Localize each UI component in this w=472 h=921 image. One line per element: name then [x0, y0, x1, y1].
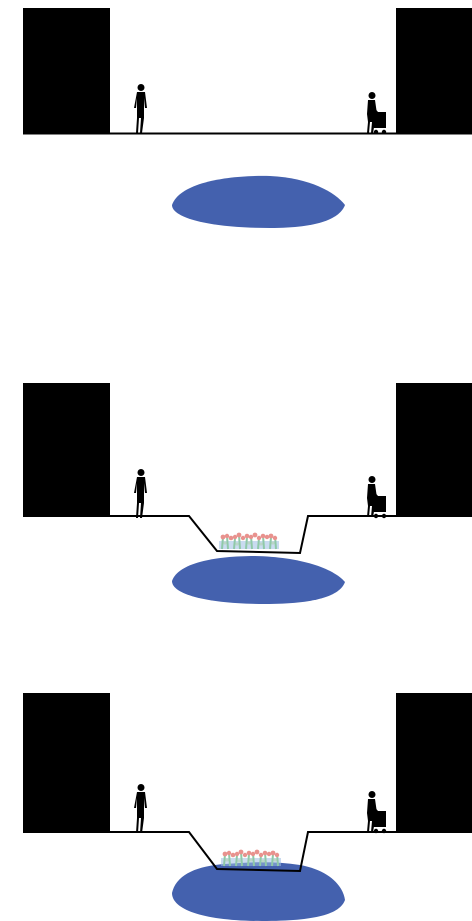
stroller-icon	[367, 92, 386, 134]
groundwater-lens	[172, 556, 345, 604]
groundwater-lens	[172, 862, 345, 921]
panel-3	[23, 693, 472, 921]
pedestrian-icon	[134, 469, 147, 518]
right-building	[396, 8, 472, 134]
pedestrian-icon	[134, 84, 147, 133]
panel-2	[23, 383, 472, 604]
stroller-icon	[367, 476, 386, 518]
right-building	[396, 383, 472, 517]
left-building	[23, 693, 110, 833]
bioswale-planting	[221, 850, 281, 866]
bioswale-planting	[219, 533, 279, 549]
right-building	[396, 693, 472, 833]
pedestrian-icon	[134, 784, 147, 833]
panel-1	[23, 8, 472, 228]
left-building	[23, 383, 110, 517]
stroller-icon	[367, 791, 386, 833]
left-building	[23, 8, 110, 134]
groundwater-lens	[172, 176, 345, 228]
